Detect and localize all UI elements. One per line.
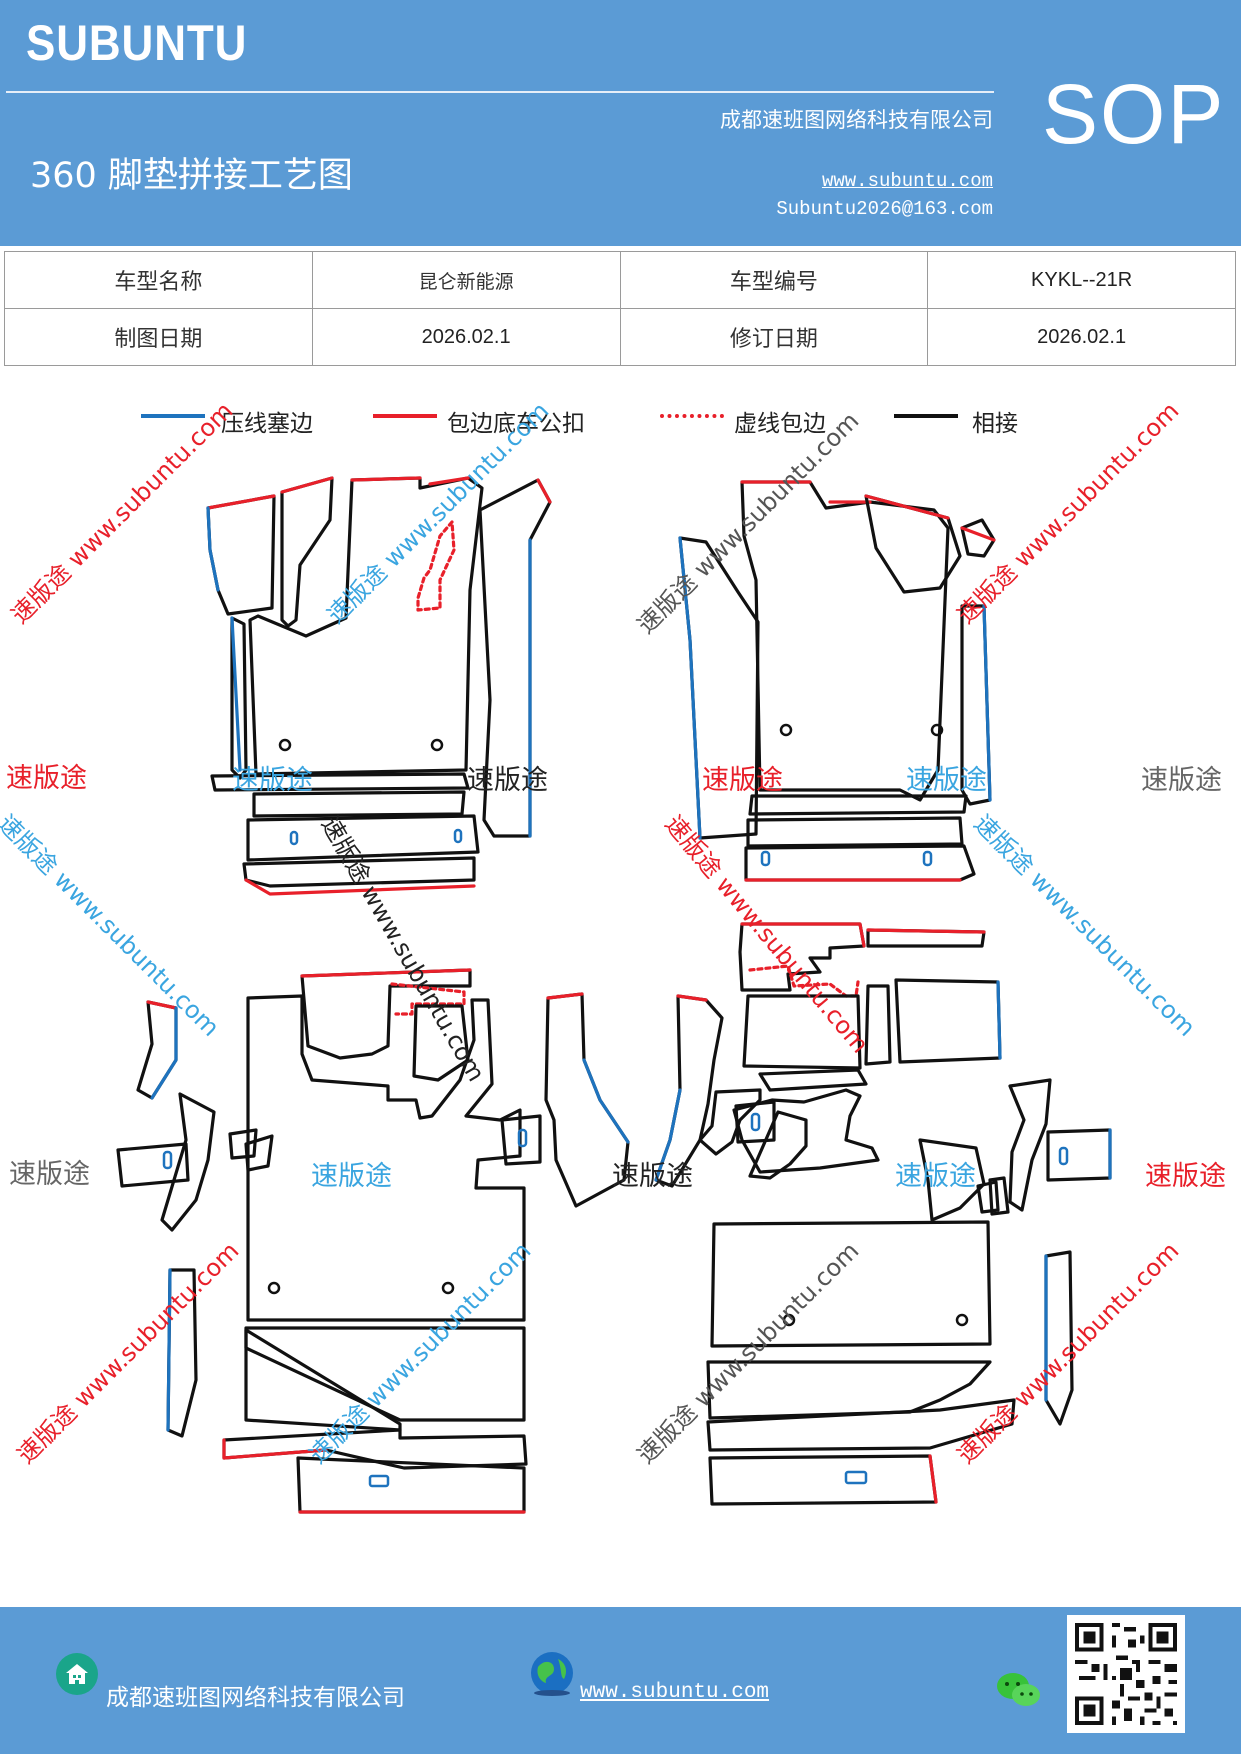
legend-swatch: [660, 414, 724, 418]
email-address[interactable]: Subuntu2026@163.com: [776, 198, 993, 220]
legend-label: 虚线包边: [734, 411, 826, 437]
watermark-text: 速版途: [311, 1161, 392, 1192]
qr-code-pattern: [1067, 1615, 1185, 1733]
mat-piece-group-rear-right: [654, 922, 1112, 1506]
drawing-date-label: 制图日期: [4, 308, 313, 366]
website-link[interactable]: www.subuntu.com: [821, 170, 993, 192]
mat-piece-group-rear-left: [116, 968, 630, 1514]
company-name: 成都速班图网络科技有限公司: [720, 108, 993, 132]
legend-swatch: [141, 414, 205, 418]
model-name-label: 车型名称: [4, 251, 313, 309]
mat-pieces-svg: [116, 476, 1112, 1514]
header-banner: SUBUNTU 360 脚垫拼接工艺图 成都速班图网络科技有限公司 www.su…: [0, 0, 1241, 246]
watermark-text: 速版途: [612, 1161, 693, 1192]
footer-website-link[interactable]: www.subuntu.com: [580, 1681, 770, 1704]
brand-logo: SUBUNTU: [26, 15, 248, 71]
mat-piece-group-front-left: [206, 476, 552, 896]
watermark-text: 速版途: [6, 763, 87, 794]
qr-code: [1067, 1615, 1185, 1733]
model-code-value: KYKL--21R: [927, 251, 1236, 309]
header-divider: [6, 91, 994, 93]
legend-label: 相接: [972, 411, 1018, 437]
watermark-text: 速版途: [1141, 765, 1222, 796]
legend-label: 压线塞边: [221, 411, 313, 437]
building-icon: [56, 1653, 98, 1695]
legend-label: 包边底车公扣: [447, 411, 585, 437]
watermark-text: 速版途: [906, 765, 987, 796]
revision-date-value: 2026.02.1: [927, 308, 1236, 366]
watermark-text: 速版途: [895, 1161, 976, 1192]
wechat-icon: [997, 1673, 1040, 1706]
mat-piece-group-front-right: [678, 480, 996, 882]
model-code-label: 车型编号: [619, 251, 929, 309]
watermark-text: 速版途: [467, 765, 548, 796]
table-row: 制图日期 2026.02.1 修订日期 2026.02.1: [4, 308, 1236, 366]
watermark-text: 速版途: [702, 765, 783, 796]
legend-swatch: [894, 414, 958, 418]
legend-swatch: [373, 414, 437, 418]
vehicle-info-table: 车型名称 昆仑新能源 车型编号 KYKL--21R 制图日期 2026.02.1…: [4, 251, 1236, 366]
floor-mat-diagram: 速版途 速版途 速版途 速版途 速版途 速版途 速版途 速版途 速版途 速版途 …: [0, 397, 1241, 1610]
watermark-text: 速版途: [1145, 1161, 1226, 1192]
globe-icon: [531, 1652, 573, 1696]
table-row: 车型名称 昆仑新能源 车型编号 KYKL--21R: [4, 251, 1236, 309]
footer-company-name: 成都速班图网络科技有限公司: [106, 1685, 405, 1711]
watermark-text: 速版途: [232, 765, 313, 796]
footer-banner: 成都速班图网络科技有限公司 www.subuntu.com: [0, 1607, 1241, 1754]
watermark-text: 速版途: [9, 1159, 90, 1190]
document-title: 360 脚垫拼接工艺图: [30, 156, 353, 196]
sop-badge: SOP: [1042, 67, 1226, 161]
drawing-date-value: 2026.02.1: [311, 308, 621, 366]
revision-date-label: 修订日期: [619, 308, 929, 366]
model-name-value: 昆仑新能源: [311, 251, 621, 309]
